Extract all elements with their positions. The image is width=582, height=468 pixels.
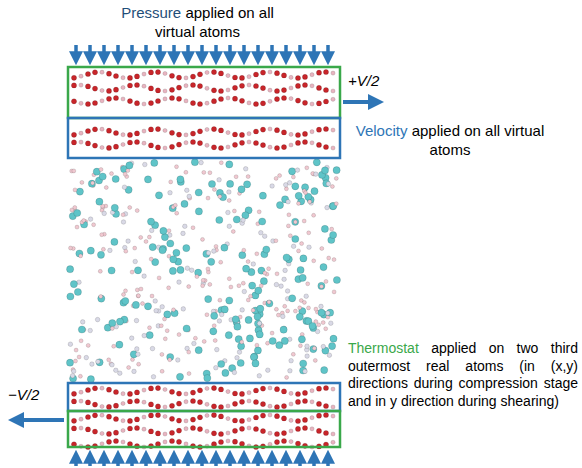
thermostat-note: Thermostat applied on two third outermos… bbox=[348, 340, 578, 410]
atoms bbox=[66, 69, 340, 449]
label: applied on all virtual atoms bbox=[412, 122, 545, 158]
label: Velocity bbox=[356, 122, 408, 139]
velocity-arrow bbox=[343, 100, 378, 104]
load-arrows bbox=[76, 45, 328, 466]
label: Thermostat bbox=[348, 340, 419, 356]
velocity-arrow bbox=[14, 418, 64, 422]
velocity-note: Velocity applied on all virtual atoms bbox=[350, 122, 550, 160]
pressure-note: Pressure applied on all virtual atoms bbox=[105, 4, 290, 42]
velocity-box bbox=[68, 383, 340, 411]
thermostat-box bbox=[68, 67, 340, 118]
velocity-label: +V/2 bbox=[348, 72, 379, 91]
velocity-label: −V/2 bbox=[8, 386, 39, 405]
thermostat-box bbox=[68, 411, 340, 447]
velocity-box bbox=[68, 118, 340, 158]
label: Pressure bbox=[121, 4, 181, 21]
